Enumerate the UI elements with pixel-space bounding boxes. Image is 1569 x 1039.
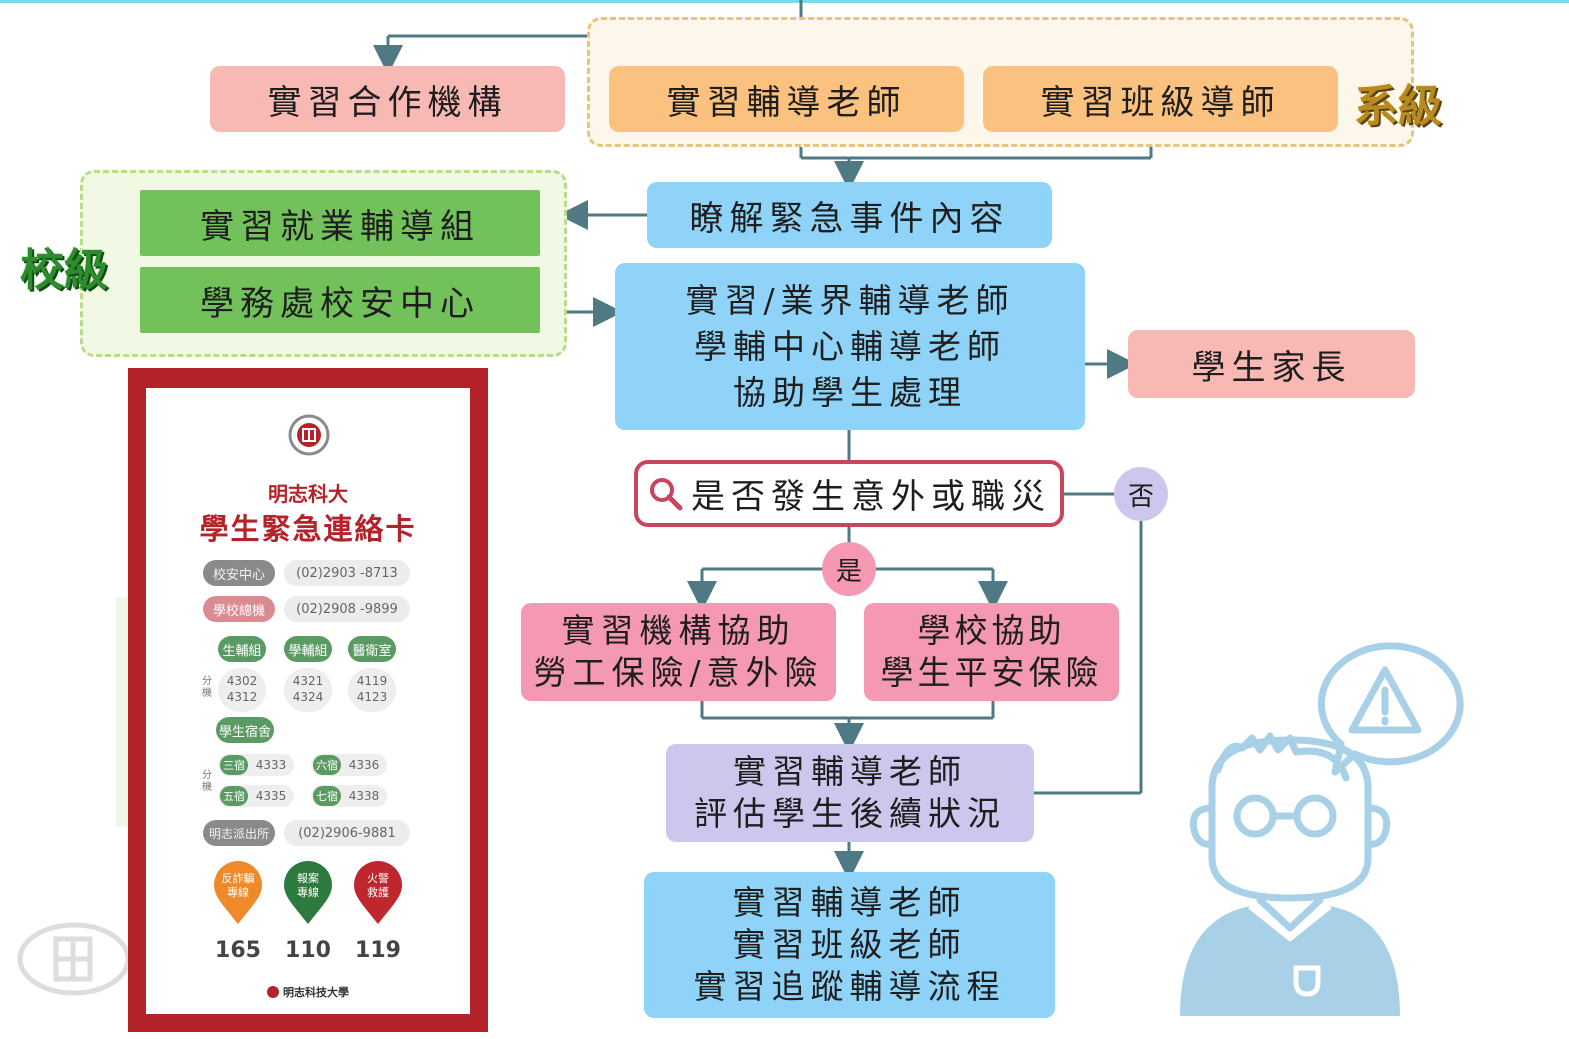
final-line-3: 實習追蹤輔導流程 [693, 967, 1006, 1006]
school-seal-icon [288, 414, 330, 456]
emergency-card: 明志科大 學生緊急連絡卡 校安中心 (02)2903 -8713 學校總機 (0… [128, 368, 488, 1032]
parents-label: 學生家長 [1191, 347, 1352, 388]
card-school-name: 明志科大 [268, 482, 348, 506]
org-assist-line-1: 實習機構協助 [561, 611, 796, 650]
class-teacher-label: 實習班級導師 [1040, 82, 1281, 123]
assess-line-1: 實習輔導老師 [733, 752, 967, 791]
hotline-fire-label: 火警救護 [367, 872, 389, 899]
card-ext-group-1 [284, 668, 332, 712]
card-row-label-safety: 校安中心 [203, 560, 275, 586]
guide-teacher-label: 實習輔導老師 [666, 82, 907, 123]
assist-line-3: 協助學生處理 [733, 372, 967, 412]
card-ext-2-b: 4123 [356, 690, 388, 704]
card-row-number-safety: (02)2903 -8713 [284, 560, 410, 586]
card-dorm-2-num: 4335 [255, 789, 287, 803]
top-accent-line [0, 0, 1569, 3]
card-title: 學生緊急連絡卡 [199, 512, 417, 546]
worried-person-illustration [1180, 642, 1464, 1016]
parents-box: 學生家長 [1128, 330, 1415, 398]
school-assist-line-2: 學生平安保險 [880, 653, 1103, 692]
class-teacher-box: 實習班級導師 [983, 66, 1338, 132]
accident-question-box: 是否發生意外或職災 [634, 460, 1064, 527]
safety-center-label: 學務處校安中心 [200, 283, 480, 324]
yes-label: 是 [835, 556, 862, 587]
card-ext-2-a: 4119 [356, 674, 388, 688]
org-assist-line-2: 勞工保險/意外險 [533, 653, 824, 692]
card-dorm-label: 學生宿舍 [216, 717, 274, 743]
no-node: 否 [1114, 467, 1168, 521]
assist-handling-box: 實習/業界輔導老師 學輔中心輔導老師 協助學生處理 [615, 263, 1085, 430]
hotline-fraud-label: 反詐騙專線 [221, 872, 255, 899]
guide-teacher-box: 實習輔導老師 [609, 66, 964, 132]
final-line-2: 實習班級老師 [732, 925, 967, 964]
hotline-pin-fire: 火警救護 [352, 860, 404, 926]
final-followup-box: 實習輔導老師 實習班級老師 實習追蹤輔導流程 [644, 872, 1055, 1018]
final-line-1: 實習輔導老師 [732, 883, 967, 922]
hotline-fire-number: 119 [355, 938, 401, 963]
faint-green-strip [116, 597, 128, 827]
search-icon [650, 477, 683, 510]
dept-level-label: 系級 [1354, 81, 1442, 132]
assist-line-1: 實習/業界輔導老師 [685, 280, 1015, 320]
hotline-pin-fraud: 反詐騙專線 [212, 860, 264, 926]
yes-node: 是 [822, 542, 876, 596]
card-dorm-3-num: 4338 [348, 789, 380, 803]
faint-school-logo-icon [17, 922, 131, 996]
card-ext-1-a: 4321 [292, 674, 324, 688]
card-dorm-0-label: 三宿 [220, 755, 248, 775]
card-police-number: (02)2906-9881 [284, 820, 410, 846]
card-footer-logo-icon [267, 986, 279, 998]
hotline-report-label: 報案專線 [297, 872, 319, 899]
career-office-label: 實習就業輔導組 [200, 206, 480, 247]
card-police-label: 明志派出所 [203, 820, 275, 846]
accident-question-label: 是否發生意外或職災 [691, 477, 1051, 517]
hotline-fraud-number: 165 [215, 938, 261, 963]
partner-org-label: 實習合作機構 [267, 82, 508, 123]
card-dorm-1-label: 六宿 [313, 755, 341, 775]
hotline-report-number: 110 [285, 938, 331, 963]
assess-line-2: 評估學生後續狀況 [694, 794, 1006, 833]
card-footer: 明志科技大學 [146, 984, 470, 1000]
assess-box: 實習輔導老師 評估學生後續狀況 [666, 744, 1034, 842]
card-dorm-0-num: 4333 [255, 758, 287, 772]
card-row-label-main: 學校總機 [203, 596, 275, 622]
card-dorm-2-label: 五宿 [220, 786, 248, 806]
card-row-number-main: (02)2908 -9899 [284, 596, 410, 622]
card-ext-1-b: 4324 [292, 690, 324, 704]
card-ext-label-2: 分機 [202, 770, 212, 793]
card-ext-group-0 [218, 668, 266, 712]
card-office-2: 醫衛室 [348, 636, 396, 662]
assist-line-2: 學輔中心輔導老師 [694, 326, 1006, 366]
card-dorm-3-label: 七宿 [313, 786, 341, 806]
no-label: 否 [1127, 481, 1154, 512]
safety-center-box: 學務處校安中心 [140, 267, 540, 333]
card-ext-group-2 [348, 668, 396, 712]
card-dorm-1-num: 4336 [348, 758, 380, 772]
card-ext-label-1: 分機 [202, 676, 212, 699]
card-ext-0-b: 4312 [226, 690, 258, 704]
school-level-label: 校級 [20, 245, 108, 296]
school-assist-box: 學校協助 學生平安保險 [864, 603, 1119, 701]
partner-org-box: 實習合作機構 [210, 66, 565, 132]
card-footer-text: 明志科技大學 [283, 986, 349, 999]
hotline-pin-report: 報案專線 [282, 860, 334, 926]
org-assist-box: 實習機構協助 勞工保險/意外險 [521, 603, 836, 701]
card-office-1: 學輔組 [284, 636, 332, 662]
card-ext-0-a: 4302 [226, 674, 258, 688]
understand-event-label: 瞭解緊急事件內容 [689, 198, 1010, 239]
card-office-0: 生輔組 [218, 636, 266, 662]
understand-event-box: 瞭解緊急事件內容 [647, 182, 1052, 248]
career-office-box: 實習就業輔導組 [140, 190, 540, 256]
school-assist-line-1: 學校協助 [917, 611, 1066, 650]
emergency-card-inner: 明志科大 學生緊急連絡卡 校安中心 (02)2903 -8713 學校總機 (0… [146, 388, 470, 1014]
